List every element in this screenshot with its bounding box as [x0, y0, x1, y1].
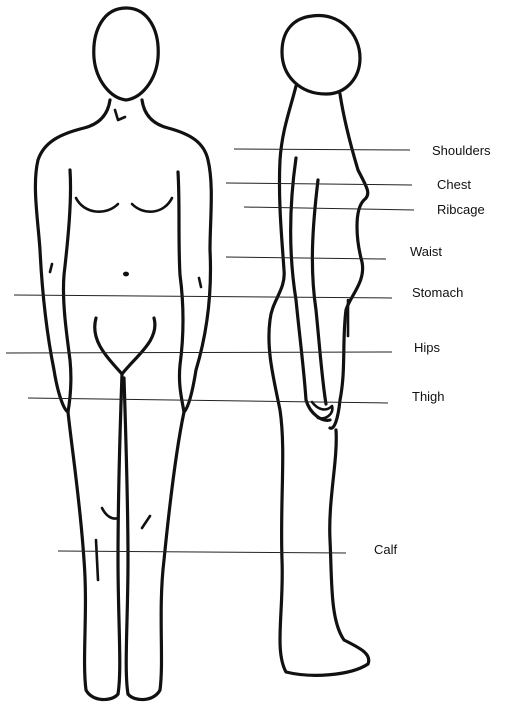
label-shoulders: Shoulders [432, 143, 491, 158]
measure-line-calf [58, 551, 346, 553]
front-right-wrist-mark [199, 278, 201, 287]
side-view-figure [269, 16, 369, 676]
front-right-outline [142, 100, 211, 412]
side-front-outline [330, 94, 368, 428]
measure-line-shoulders [234, 149, 410, 150]
front-left-wrist-mark [50, 264, 52, 272]
front-navel [123, 272, 129, 277]
measure-line-stomach [14, 295, 392, 298]
measure-line-ribcage [244, 207, 414, 210]
front-right-leg-inner [124, 378, 128, 694]
label-thigh: Thigh [412, 389, 445, 404]
side-back-outline [269, 86, 369, 675]
side-head [282, 16, 360, 94]
label-waist: Waist [410, 244, 442, 259]
front-bust-right [132, 198, 172, 212]
measurement-labels: Shoulders Chest Ribcage Waist Stomach Hi… [374, 143, 491, 557]
label-ribcage: Ribcage [437, 202, 485, 217]
side-arm-inner [312, 180, 326, 404]
label-hips: Hips [414, 340, 441, 355]
front-right-leg-outer [128, 412, 184, 700]
front-view-figure [35, 8, 211, 700]
front-head [94, 8, 158, 100]
front-left-outline [35, 100, 110, 412]
label-chest: Chest [437, 177, 471, 192]
front-left-inner-arm [63, 170, 70, 412]
label-calf: Calf [374, 542, 398, 557]
front-right-inner-arm [178, 172, 184, 412]
front-chin-mark [115, 110, 125, 120]
label-stomach: Stomach [412, 285, 463, 300]
front-legs-inner [118, 374, 122, 694]
front-left-knee-mark [102, 508, 118, 519]
measure-line-hips [6, 352, 392, 353]
front-right-knee-mark [142, 516, 150, 528]
front-bust-left [76, 198, 118, 212]
front-pelvis [95, 318, 155, 374]
front-shin-mark [96, 540, 98, 580]
front-left-leg-outer [68, 412, 118, 700]
measure-line-thigh [28, 398, 388, 403]
